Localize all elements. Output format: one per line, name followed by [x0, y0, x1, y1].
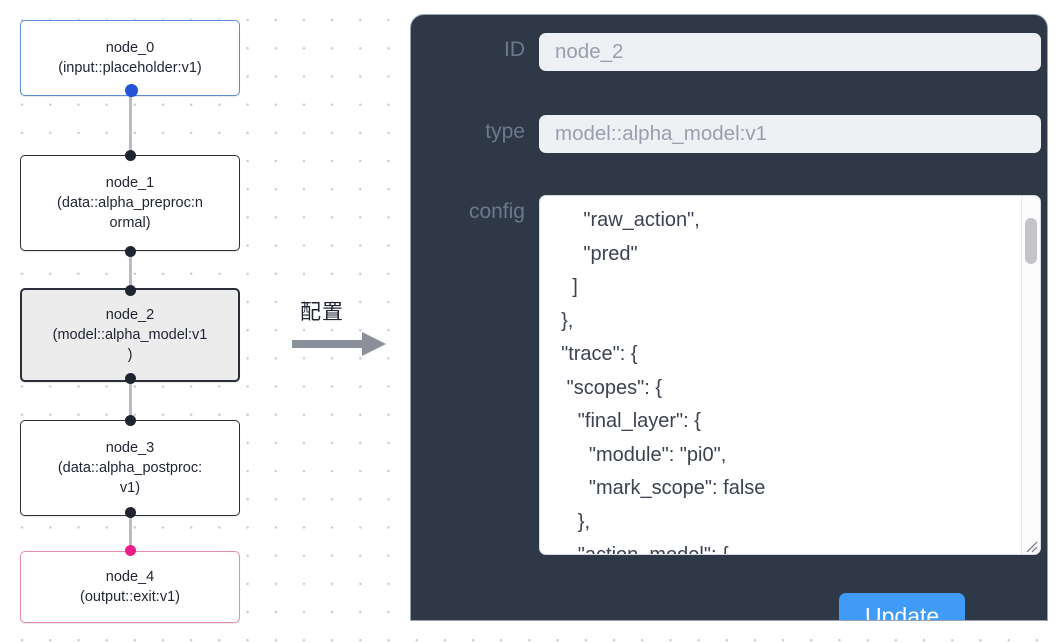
arrow-right-icon [292, 332, 386, 356]
graph-node-label: node_2 (model::alpha_model:v1 ) [52, 307, 208, 363]
arrow-label: 配置 [300, 300, 344, 324]
config-field-label: config [468, 200, 525, 223]
config-arrow-group: 配置 [292, 296, 396, 358]
port-node1-input[interactable] [125, 150, 136, 161]
graph-node-node_2[interactable]: node_2 (model::alpha_model:v1 ) [20, 288, 240, 382]
port-node2-output[interactable] [125, 373, 136, 384]
field-row-type: type [419, 115, 1041, 153]
config-textarea-wrapper[interactable]: "raw_action", "pred" ] }, "trace": { "sc… [539, 195, 1041, 555]
graph-node-node_1[interactable]: node_1 (data::alpha_preproc:n ormal) [20, 155, 240, 251]
config-scrollbar-thumb[interactable] [1025, 218, 1037, 264]
edge-node3-node4 [129, 508, 132, 558]
port-node3-input[interactable] [125, 415, 136, 426]
field-row-config: config "raw_action", "pred" ] }, "trace"… [419, 195, 1041, 555]
graph-node-node_3[interactable]: node_3 (data::alpha_postproc: v1) [20, 420, 240, 516]
resize-handle-icon[interactable] [1022, 537, 1038, 553]
graph-node-label: node_3 (data::alpha_postproc: v1) [57, 440, 203, 496]
config-textarea[interactable]: "raw_action", "pred" ] }, "trace": { "sc… [561, 209, 766, 554]
port-node2-input[interactable] [125, 285, 136, 296]
id-input[interactable] [539, 33, 1041, 71]
port-node1-output[interactable] [125, 246, 136, 257]
edge-node2-node3 [129, 374, 132, 428]
update-button[interactable]: Update [839, 593, 966, 620]
graph-node-label: node_4 (output::exit:v1) [80, 569, 180, 605]
config-scrollbar[interactable] [1021, 196, 1040, 554]
port-node4-input[interactable] [125, 545, 136, 556]
type-input[interactable] [539, 115, 1041, 153]
node-config-panel: ID type config "raw_action", "pred" ] },… [410, 14, 1048, 621]
graph-node-label: node_0 (input::placeholder:v1) [58, 40, 202, 76]
type-field-label: type [485, 120, 525, 143]
id-field-label: ID [504, 38, 525, 61]
edge-node0-node1 [129, 88, 132, 164]
port-node0-output[interactable] [125, 84, 138, 97]
edge-node1-node2 [129, 244, 132, 296]
graph-node-node_4[interactable]: node_4 (output::exit:v1) [20, 551, 240, 623]
port-node3-output[interactable] [125, 507, 136, 518]
graph-node-label: node_1 (data::alpha_preproc:n ormal) [57, 175, 203, 231]
field-row-id: ID [419, 33, 1041, 71]
